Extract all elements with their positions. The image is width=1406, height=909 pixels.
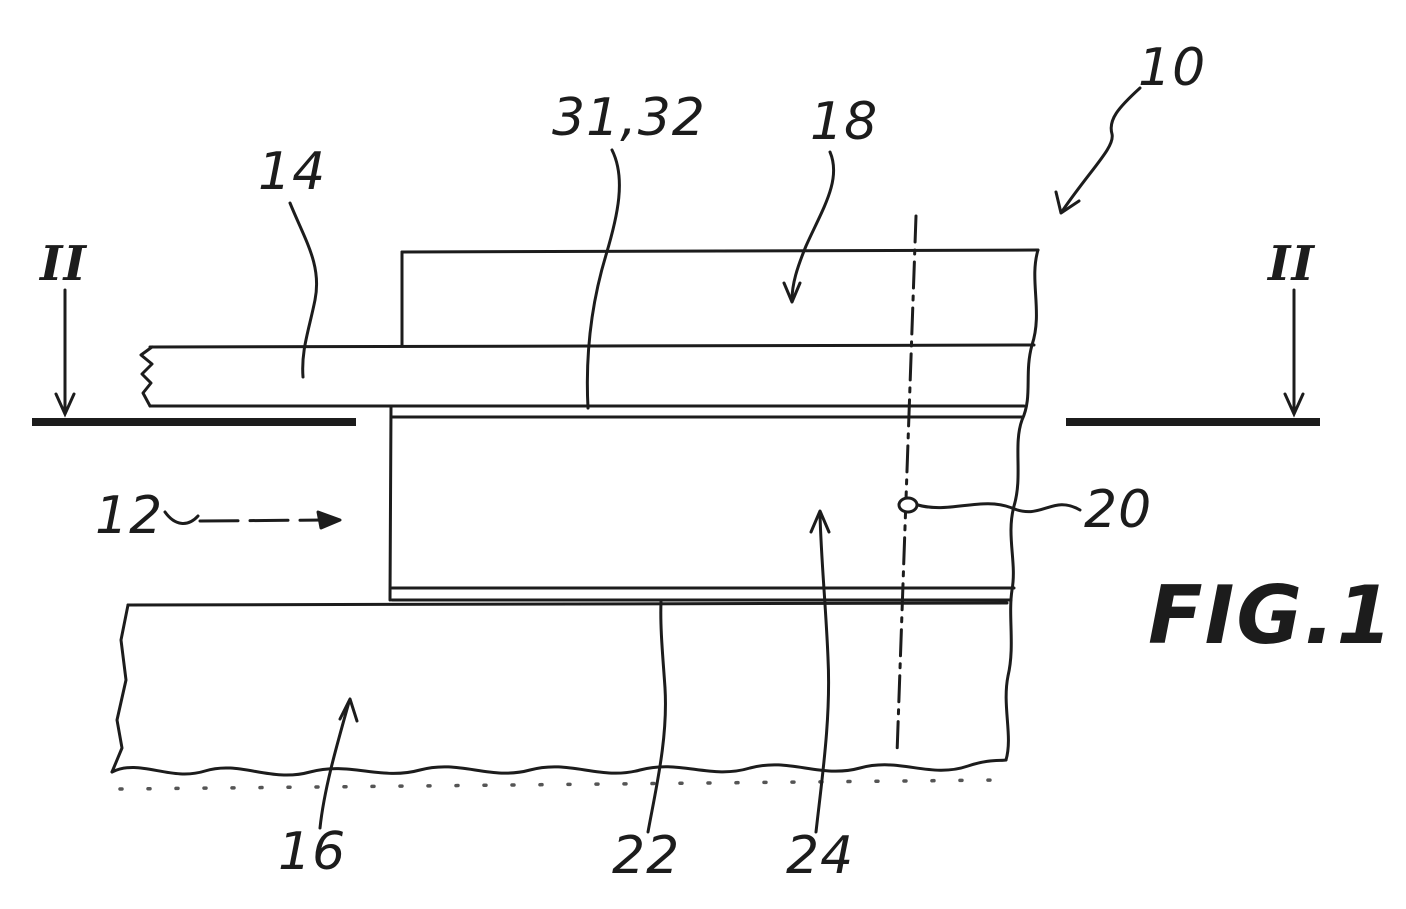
- ref16-arrowhead: [338, 697, 359, 723]
- ref12-arrowhead: [316, 510, 342, 530]
- middle-block-left-edge: [388, 404, 393, 602]
- block16-broken-bottom-edge: [110, 758, 1008, 777]
- block16-top-edge: [126, 601, 1009, 607]
- figure-title: FIG.1: [1148, 569, 1395, 662]
- ref22-leader: [646, 600, 667, 834]
- ref10-arrowhead: [1054, 190, 1081, 215]
- ref18-leader: [790, 150, 836, 302]
- leader-lines: [163, 86, 1142, 834]
- section-marker-arrows: [54, 288, 1305, 418]
- ref-label-24: 24: [786, 826, 855, 886]
- ref18-arrowhead: [782, 281, 802, 304]
- section-arrow-left-head: [54, 392, 76, 418]
- ref24-arrowhead: [809, 509, 831, 534]
- section-arrow-right-head: [1283, 392, 1305, 418]
- stipple-dots: [118, 778, 1002, 791]
- section-marker-left-label: II: [40, 236, 87, 292]
- ref10-leader: [1061, 86, 1142, 212]
- ref14-leader: [288, 201, 319, 379]
- ref-label-22: 22: [612, 826, 681, 886]
- device-outlines: [110, 214, 1040, 791]
- ref12-leader-squiggle: [163, 510, 200, 525]
- ref-label-16: 16: [278, 822, 347, 882]
- ref-label-18: 18: [810, 92, 879, 152]
- ref-label-12: 12: [95, 486, 164, 546]
- ref16-leader: [318, 700, 351, 830]
- layer14-broken-left-edge: [139, 345, 154, 408]
- broken-right-edge: [1004, 248, 1040, 762]
- ref20-leader: [916, 502, 1082, 514]
- block16-broken-left-edge: [110, 603, 130, 774]
- section-plane-dashdot-line: [895, 214, 918, 756]
- section-marker-right-label: II: [1268, 236, 1315, 292]
- ref-label-14: 14: [258, 142, 327, 202]
- ref-label-10: 10: [1138, 38, 1207, 98]
- ref20-circle-marker: [897, 496, 919, 514]
- layer14-top-edge: [148, 343, 1036, 349]
- ref24-leader: [814, 512, 831, 834]
- ref-label-20: 20: [1084, 480, 1153, 540]
- ref31-32-leader: [585, 148, 621, 410]
- ref-label-31-32: 31,32: [552, 88, 706, 148]
- ref12-leader-dashed: [198, 518, 326, 523]
- top-block-top-edge: [400, 248, 1040, 254]
